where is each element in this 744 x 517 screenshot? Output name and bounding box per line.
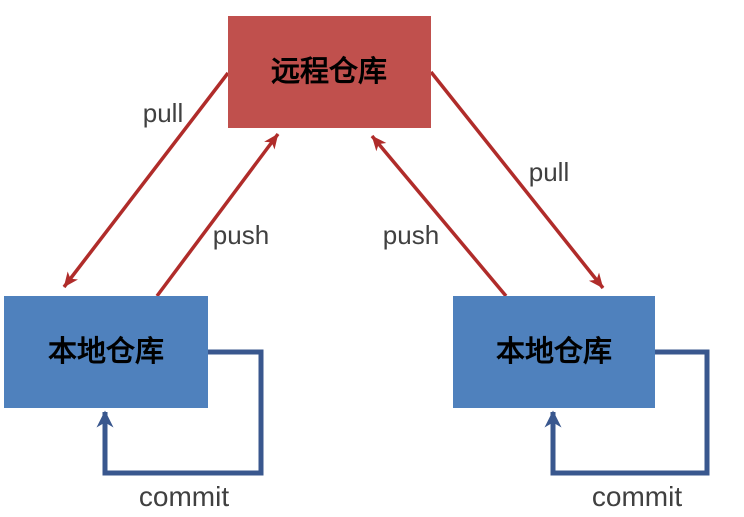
push-left-label: push (213, 220, 269, 250)
local-repo-right-label: 本地仓库 (496, 335, 612, 368)
pull-left-label: pull (143, 98, 183, 128)
commit-left-label: commit (139, 481, 229, 512)
push-right-arrow (370, 134, 508, 298)
local-repo-left-label: 本地仓库 (48, 335, 164, 368)
remote-repo-label: 远程仓库 (271, 55, 387, 88)
pull-right-label: pull (529, 157, 569, 187)
commit-right-label: commit (592, 481, 682, 512)
push-left-arrow (155, 132, 280, 298)
push-right-label: push (383, 220, 439, 250)
remote-repo-box (228, 16, 431, 128)
pull-right-arrow (429, 70, 605, 290)
local-repo-left-box (4, 296, 208, 408)
pull-left-arrow (62, 71, 230, 289)
commit-right-loop-arrow (544, 349, 710, 476)
commit-left-loop-arrow (96, 349, 264, 476)
local-repo-right-box (453, 296, 655, 408)
